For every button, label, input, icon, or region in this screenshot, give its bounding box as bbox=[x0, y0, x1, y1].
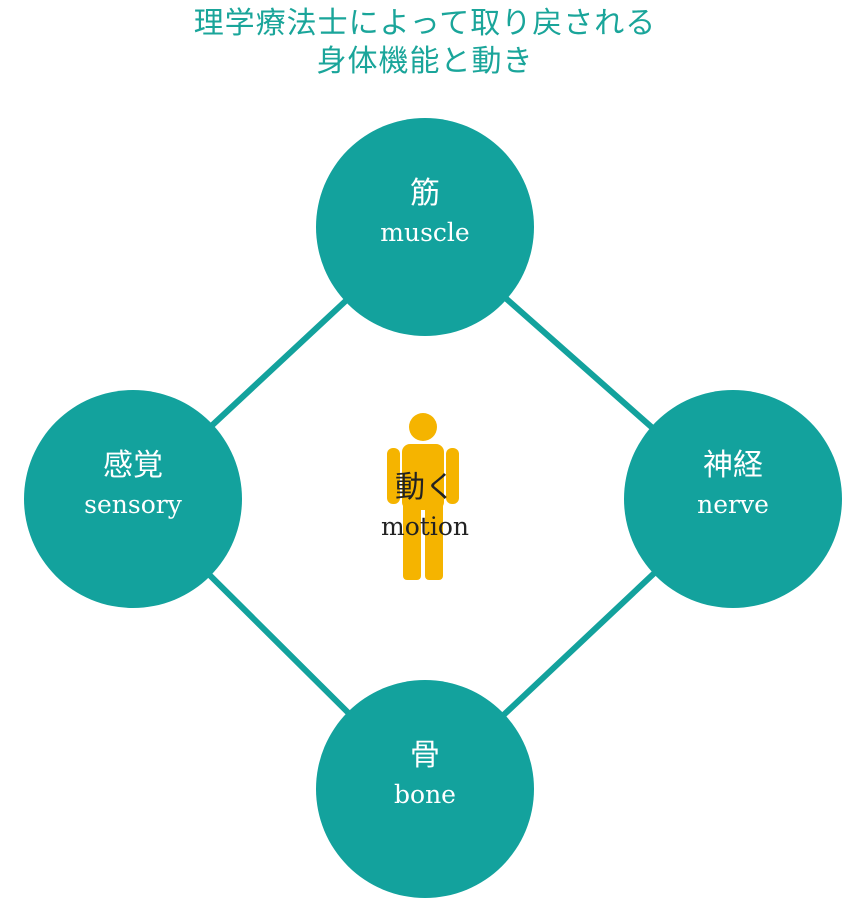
center-label-en: motion bbox=[381, 512, 469, 541]
node-nerve-jp: 神経 bbox=[703, 448, 763, 483]
node-muscle-en: muscle bbox=[380, 218, 470, 247]
node-bone: 骨 bone bbox=[316, 680, 534, 898]
node-muscle-jp: 筋 bbox=[410, 176, 440, 211]
node-bone-jp: 骨 bbox=[410, 738, 440, 773]
node-sensory-jp: 感覚 bbox=[103, 448, 163, 483]
title-line-1: 理学療法士によって取り戻される bbox=[193, 6, 657, 41]
center-label-jp: 動く bbox=[395, 470, 455, 505]
title-line-2: 身体機能と動き bbox=[316, 44, 534, 79]
node-nerve: 神経 nerve bbox=[624, 390, 842, 608]
person-icon bbox=[387, 413, 459, 580]
node-sensory: 感覚 sensory bbox=[24, 390, 242, 608]
node-sensory-en: sensory bbox=[84, 490, 182, 519]
node-muscle: 筋 muscle bbox=[316, 118, 534, 336]
node-bone-en: bone bbox=[394, 780, 456, 809]
node-nerve-en: nerve bbox=[697, 490, 769, 519]
